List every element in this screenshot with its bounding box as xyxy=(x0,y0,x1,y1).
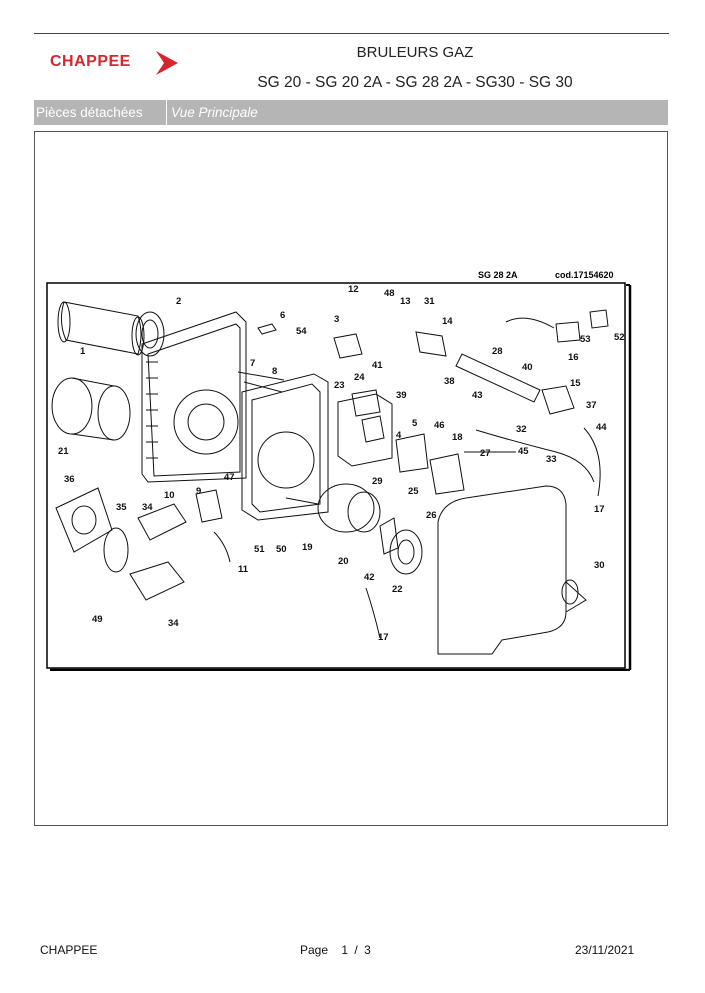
svg-text:13: 13 xyxy=(400,296,411,307)
svg-text:27: 27 xyxy=(480,448,491,459)
exploded-view-drawing: 1 2 3 4 5 6 7 8 9 10 11 12 13 14 15 16 1… xyxy=(46,282,632,671)
svg-text:26: 26 xyxy=(426,510,437,521)
svg-text:50: 50 xyxy=(276,544,287,555)
section-category: Pièces détachées xyxy=(34,100,167,125)
svg-text:20: 20 xyxy=(338,556,349,567)
svg-text:44: 44 xyxy=(596,422,607,433)
svg-text:18: 18 xyxy=(452,432,463,443)
top-rule xyxy=(34,33,669,34)
svg-text:45: 45 xyxy=(518,446,529,457)
chappee-logo: CHAPPEE xyxy=(50,51,190,83)
drawing-code-label: cod.17154620 xyxy=(555,270,614,280)
svg-text:25: 25 xyxy=(408,486,419,497)
section-bar: Pièces détachées Vue Principale xyxy=(34,100,668,125)
svg-text:4: 4 xyxy=(396,430,402,441)
svg-text:16: 16 xyxy=(568,352,579,363)
svg-text:33: 33 xyxy=(546,454,557,465)
svg-text:51: 51 xyxy=(254,544,265,555)
svg-text:37: 37 xyxy=(586,400,597,411)
footer-page-current: 1 xyxy=(341,943,349,957)
document-subtitle: SG 20 - SG 20 2A - SG 28 2A - SG30 - SG … xyxy=(257,74,573,91)
svg-text:5: 5 xyxy=(412,418,418,429)
svg-text:19: 19 xyxy=(302,542,313,553)
svg-text:53: 53 xyxy=(580,334,591,345)
svg-text:42: 42 xyxy=(364,572,375,583)
drawing-frame xyxy=(34,131,668,826)
svg-text:28: 28 xyxy=(492,346,503,357)
svg-text:31: 31 xyxy=(424,296,435,307)
logo-text: CHAPPEE xyxy=(50,53,131,70)
svg-text:2: 2 xyxy=(176,296,181,307)
svg-text:43: 43 xyxy=(472,390,483,401)
svg-text:46: 46 xyxy=(434,420,445,431)
footer-page-separator: / xyxy=(354,943,358,957)
svg-text:29: 29 xyxy=(372,476,383,487)
svg-text:15: 15 xyxy=(570,378,581,389)
svg-text:11: 11 xyxy=(238,564,249,575)
svg-text:12: 12 xyxy=(348,284,359,295)
svg-text:10: 10 xyxy=(164,490,175,501)
svg-text:17: 17 xyxy=(594,504,605,515)
svg-text:6: 6 xyxy=(280,310,285,321)
svg-text:48: 48 xyxy=(384,288,395,299)
footer-date: 23/11/2021 xyxy=(575,943,635,957)
svg-text:34: 34 xyxy=(168,618,179,629)
svg-text:17: 17 xyxy=(378,632,389,643)
svg-text:8: 8 xyxy=(272,366,277,377)
svg-text:9: 9 xyxy=(196,486,201,497)
svg-text:14: 14 xyxy=(442,316,453,327)
svg-text:52: 52 xyxy=(614,332,625,343)
footer-page-total: 3 xyxy=(364,943,371,957)
svg-text:23: 23 xyxy=(334,380,345,391)
drawing-model-label: SG 28 2A xyxy=(478,270,518,280)
svg-text:30: 30 xyxy=(594,560,605,571)
svg-text:54: 54 xyxy=(296,326,307,337)
svg-text:3: 3 xyxy=(334,314,339,325)
svg-text:1: 1 xyxy=(80,346,86,357)
svg-text:32: 32 xyxy=(516,424,527,435)
svg-text:39: 39 xyxy=(396,390,407,401)
svg-text:49: 49 xyxy=(92,614,103,625)
svg-text:7: 7 xyxy=(250,358,255,369)
svg-text:47: 47 xyxy=(224,472,235,483)
svg-text:38: 38 xyxy=(444,376,455,387)
logo-swoosh-icon xyxy=(156,51,178,75)
svg-text:36: 36 xyxy=(64,474,75,485)
svg-text:22: 22 xyxy=(392,584,403,595)
svg-text:34: 34 xyxy=(142,502,153,513)
svg-text:35: 35 xyxy=(116,502,127,513)
document-title: BRULEURS GAZ xyxy=(356,44,474,61)
footer-page-indicator: Page 1 / 3 xyxy=(300,943,371,957)
footer-page-label: Page xyxy=(300,943,329,957)
svg-text:24: 24 xyxy=(354,372,365,383)
svg-text:21: 21 xyxy=(58,446,69,457)
svg-text:41: 41 xyxy=(372,360,383,371)
footer-brand: CHAPPEE xyxy=(40,943,98,957)
svg-text:40: 40 xyxy=(522,362,533,373)
section-view: Vue Principale xyxy=(171,105,258,120)
